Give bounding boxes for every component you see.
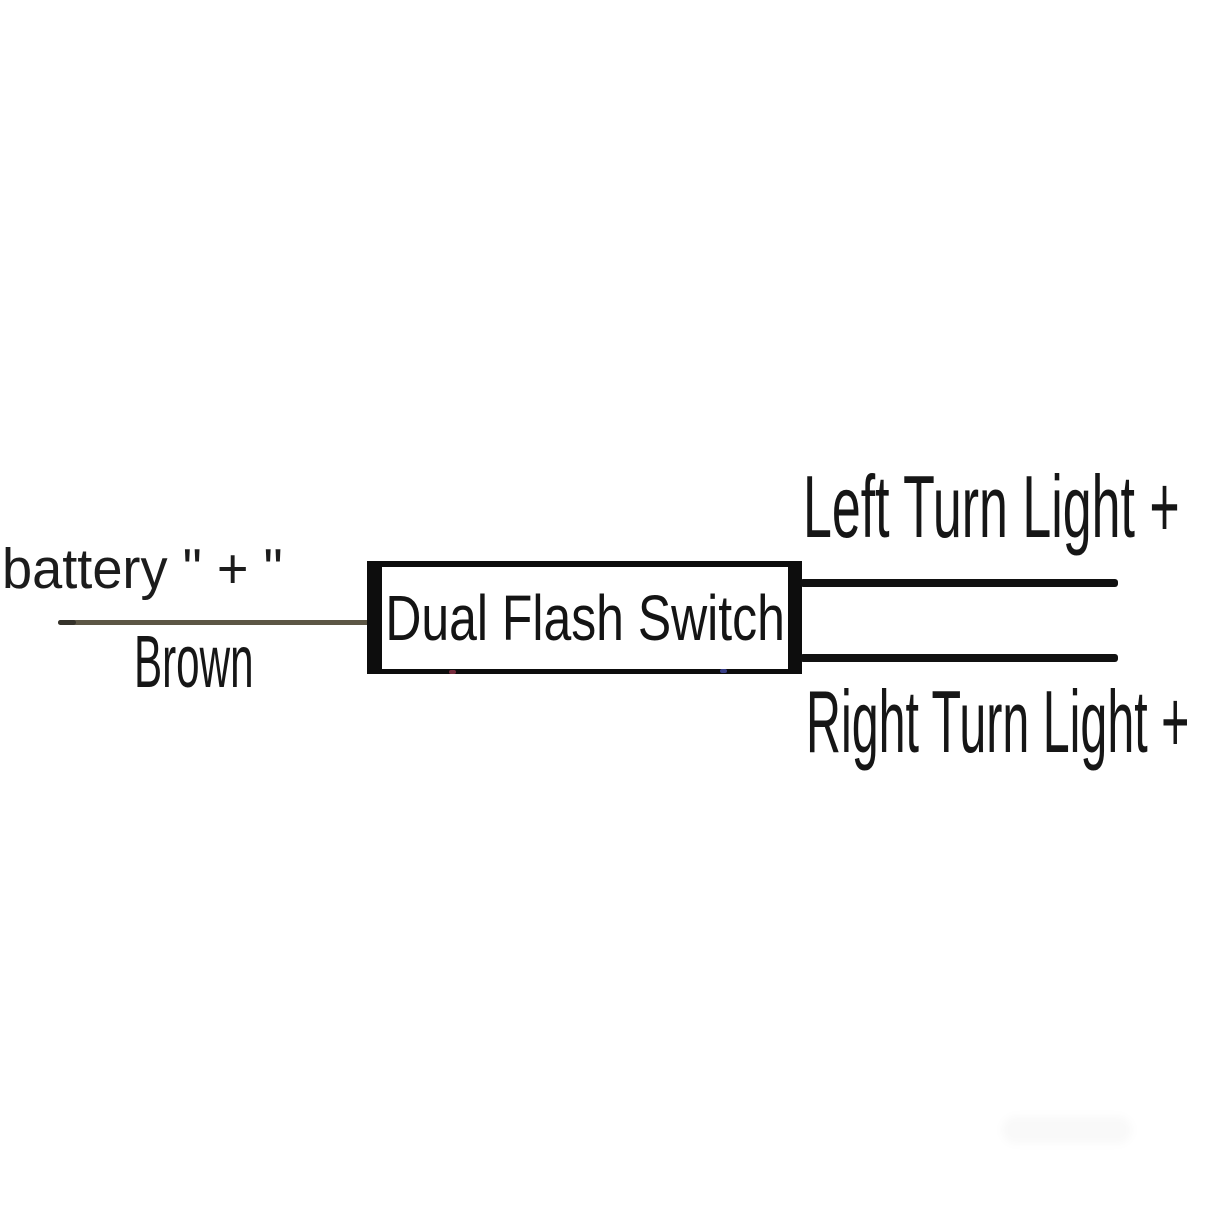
right-turn-output-wire bbox=[800, 654, 1118, 662]
right-turn-light-label: Right Turn Light + bbox=[806, 672, 1190, 771]
brown-wire-tip bbox=[58, 620, 76, 625]
faint-watermark-smudge bbox=[1002, 1116, 1132, 1144]
compression-artifact-blue-dot bbox=[720, 669, 727, 673]
left-turn-output-wire bbox=[800, 579, 1118, 587]
dual-flash-switch-label: Dual Flash Switch bbox=[385, 582, 785, 654]
brown-wire-color-label: Brown bbox=[134, 620, 254, 703]
dual-flash-switch-box: Dual Flash Switch bbox=[367, 561, 802, 674]
battery-positive-label: battery " + " bbox=[2, 537, 283, 601]
battery-brown-wire bbox=[58, 620, 370, 625]
left-turn-light-label: Left Turn Light + bbox=[803, 457, 1180, 556]
compression-artifact-red-dot bbox=[449, 670, 456, 674]
